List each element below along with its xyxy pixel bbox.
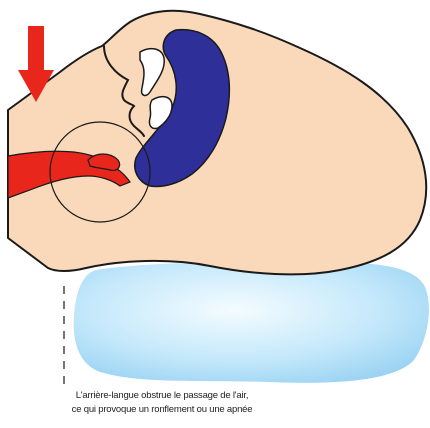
caption-line-2: ce qui provoque un ronflement ou une apn… — [44, 403, 280, 417]
pillow — [74, 262, 429, 383]
caption: L'arrière-langue obstrue le passage de l… — [44, 389, 280, 417]
caption-line-1: L'arrière-langue obstrue le passage de l… — [44, 389, 280, 403]
